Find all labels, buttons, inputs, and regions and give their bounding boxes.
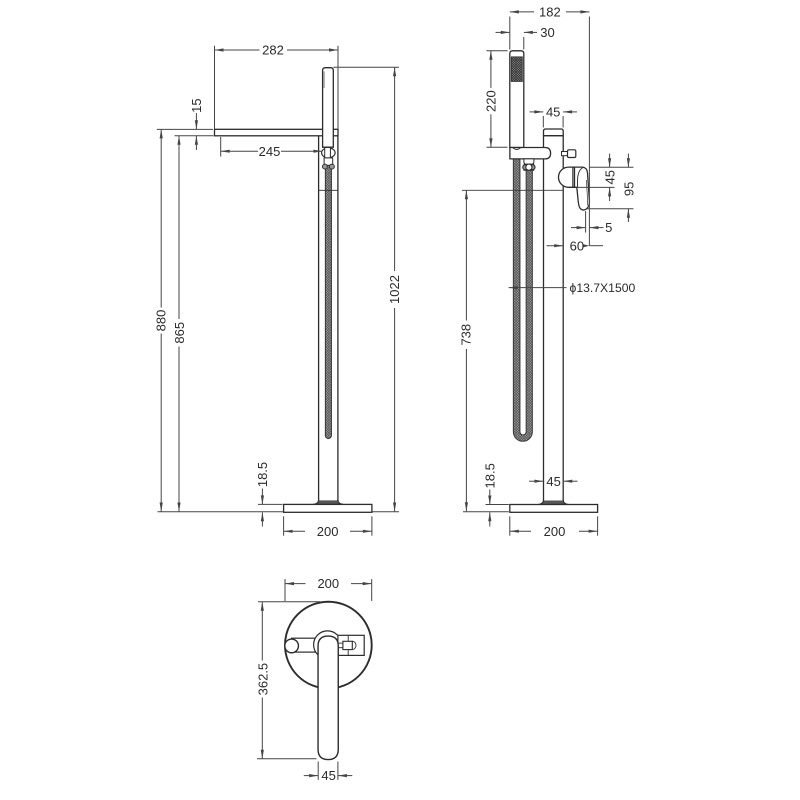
svg-text:18.5: 18.5 [482, 463, 497, 488]
svg-text:30: 30 [540, 25, 554, 40]
svg-text:200: 200 [544, 524, 566, 539]
svg-text:200: 200 [317, 524, 339, 539]
svg-text:245: 245 [259, 144, 281, 159]
svg-text:ϕ13.7X1500: ϕ13.7X1500 [570, 281, 636, 295]
svg-text:60: 60 [570, 238, 584, 253]
svg-text:15: 15 [189, 98, 204, 112]
svg-text:200: 200 [317, 576, 339, 591]
svg-text:362.5: 362.5 [255, 663, 270, 696]
svg-text:1022: 1022 [387, 275, 402, 304]
svg-text:182: 182 [539, 5, 561, 20]
svg-text:45: 45 [602, 170, 617, 184]
svg-text:5: 5 [605, 220, 612, 235]
svg-text:282: 282 [262, 43, 284, 58]
svg-text:45: 45 [546, 105, 560, 120]
svg-text:95: 95 [621, 182, 636, 196]
svg-text:880: 880 [154, 310, 169, 332]
svg-text:45: 45 [546, 474, 560, 489]
svg-text:220: 220 [484, 90, 499, 112]
svg-text:865: 865 [172, 322, 187, 344]
svg-text:18.5: 18.5 [255, 462, 270, 487]
svg-text:45: 45 [321, 768, 335, 783]
svg-text:738: 738 [458, 324, 473, 346]
